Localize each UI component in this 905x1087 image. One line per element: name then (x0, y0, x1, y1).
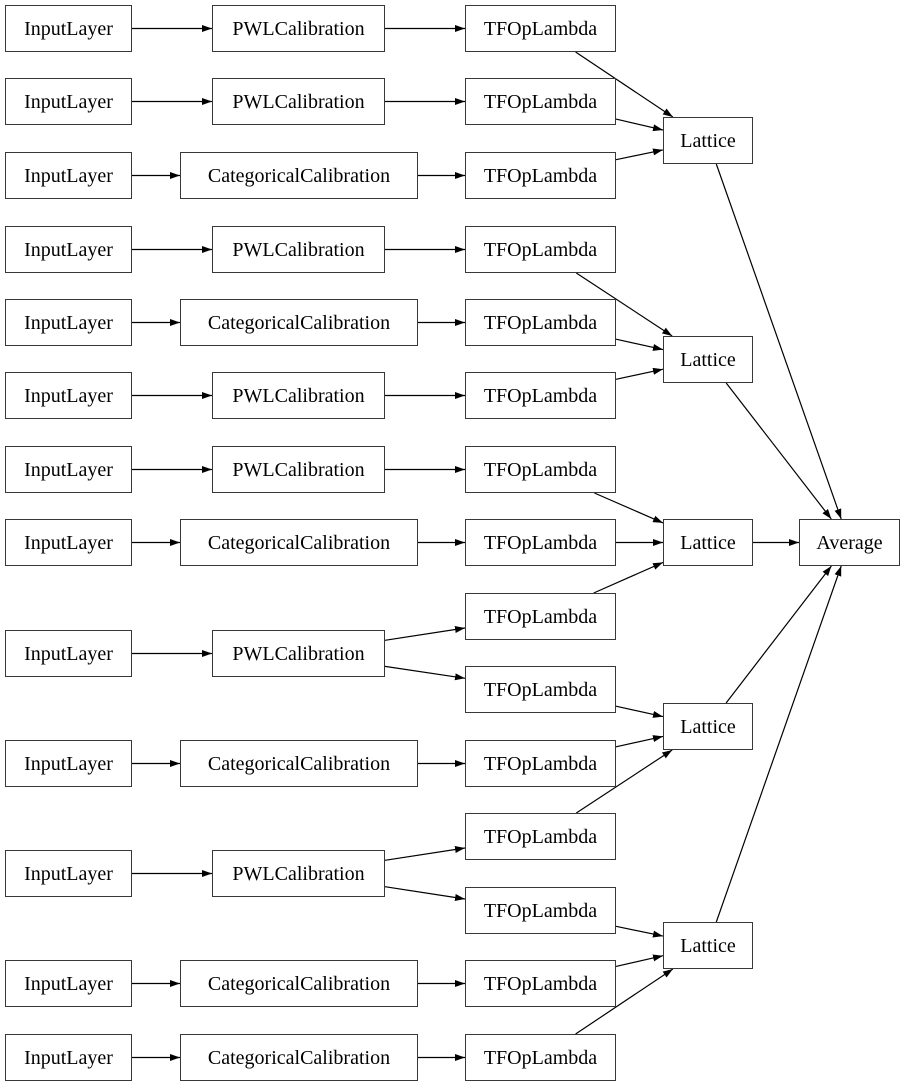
inputlayer-node: InputLayer (5, 446, 132, 493)
edge-lat2-to-avg (725, 382, 832, 520)
edge-tf10-to-lat4 (615, 705, 664, 718)
pwlcalibration-node: PWLCalibration (212, 5, 385, 52)
categoricalcalibration-node: CategoricalCalibration (180, 152, 418, 199)
tfoplambda-node: TFOpLambda (465, 813, 616, 860)
pwlcalibration-node: PWLCalibration (212, 446, 385, 493)
lattice-node: Lattice (663, 519, 753, 566)
tfoplambda-node: TFOpLambda (465, 152, 616, 199)
pwlcalibration-node: PWLCalibration (212, 78, 385, 125)
edge-cal11-to-tf13 (384, 886, 466, 901)
categoricalcalibration-node: CategoricalCalibration (180, 299, 418, 346)
pwlcalibration-node: PWLCalibration (212, 850, 385, 897)
tfoplambda-node: TFOpLambda (465, 740, 616, 787)
tfoplambda-node: TFOpLambda (465, 519, 616, 566)
inputlayer-node: InputLayer (5, 630, 132, 677)
categoricalcalibration-node: CategoricalCalibration (180, 740, 418, 787)
edge-cal11-to-tf12 (384, 846, 466, 861)
inputlayer-node: InputLayer (5, 740, 132, 787)
average-node: Average (799, 519, 900, 566)
tfoplambda-node: TFOpLambda (465, 299, 616, 346)
edge-tf2-to-lat1 (615, 118, 664, 132)
pwlcalibration-node: PWLCalibration (212, 630, 385, 677)
categoricalcalibration-node: CategoricalCalibration (180, 1034, 418, 1081)
lattice-node: Lattice (663, 336, 753, 383)
tfoplambda-node: TFOpLambda (465, 887, 616, 934)
inputlayer-node: InputLayer (5, 78, 132, 125)
edge-tf3-to-lat1 (615, 148, 664, 161)
tfoplambda-node: TFOpLambda (465, 446, 616, 493)
tfoplambda-node: TFOpLambda (465, 960, 616, 1007)
tfoplambda-node: TFOpLambda (465, 226, 616, 273)
tfoplambda-node: TFOpLambda (465, 372, 616, 419)
lattice-node: Lattice (663, 117, 753, 164)
tfoplambda-node: TFOpLambda (465, 5, 616, 52)
pwlcalibration-node: PWLCalibration (212, 226, 385, 273)
lattice-node: Lattice (663, 922, 753, 969)
inputlayer-node: InputLayer (5, 1034, 132, 1081)
edge-tf14-to-lat5 (615, 954, 664, 967)
tfoplambda-node: TFOpLambda (465, 78, 616, 125)
inputlayer-node: InputLayer (5, 226, 132, 273)
tfoplambda-node: TFOpLambda (465, 1034, 616, 1081)
inputlayer-node: InputLayer (5, 152, 132, 199)
edge-lat4-to-avg (725, 565, 832, 704)
edge-tf13-to-lat5 (615, 925, 664, 938)
edge-cal9-to-tf9 (384, 626, 466, 641)
inputlayer-node: InputLayer (5, 5, 132, 52)
tfoplambda-node: TFOpLambda (465, 593, 616, 640)
edge-cal9-to-tf10 (384, 665, 466, 681)
categoricalcalibration-node: CategoricalCalibration (180, 960, 418, 1007)
inputlayer-node: InputLayer (5, 850, 132, 897)
edge-tf6-to-lat2 (615, 367, 664, 380)
inputlayer-node: InputLayer (5, 372, 132, 419)
inputlayer-node: InputLayer (5, 960, 132, 1007)
edge-tf5-to-lat2 (615, 338, 664, 351)
tfoplambda-node: TFOpLambda (465, 666, 616, 713)
edge-tf11-to-lat4 (615, 735, 664, 748)
inputlayer-node: InputLayer (5, 519, 132, 566)
lattice-node: Lattice (663, 703, 753, 750)
edge-tf9-to-lat3 (593, 561, 664, 594)
pwlcalibration-node: PWLCalibration (212, 372, 385, 419)
inputlayer-node: InputLayer (5, 299, 132, 346)
categoricalcalibration-node: CategoricalCalibration (180, 519, 418, 566)
